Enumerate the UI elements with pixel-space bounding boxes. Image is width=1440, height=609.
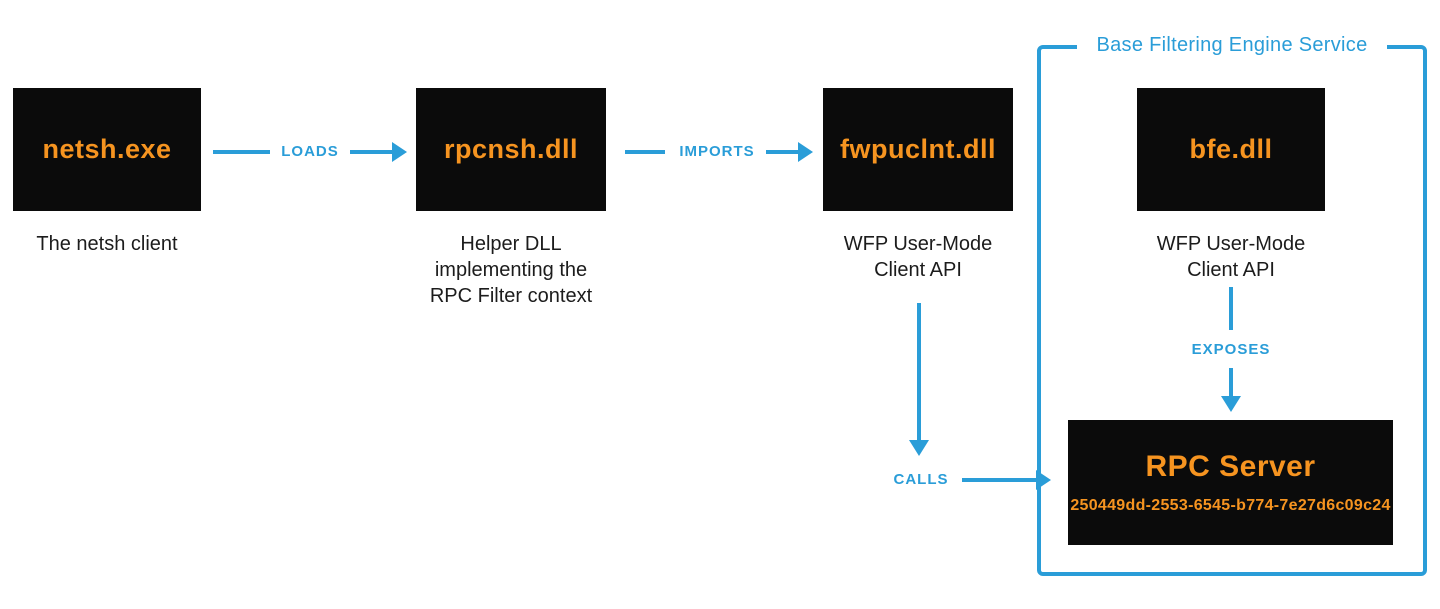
imports-arrow-line-right	[766, 150, 798, 154]
node-rpcnsh-caption: Helper DLL implementing the RPC Filter c…	[429, 233, 593, 307]
node-bfe-caption: WFP User-Mode Client API	[1156, 233, 1306, 281]
exposes-arrow-line-bottom	[1229, 368, 1233, 396]
node-netsh-title: netsh.exe	[42, 134, 172, 164]
calls-label: CALLS	[893, 471, 949, 488]
node-netsh-box: netsh.exe	[13, 88, 201, 211]
node-bfe-box: bfe.dll	[1137, 88, 1325, 211]
exposes-arrowhead-icon	[1221, 396, 1241, 412]
node-fwpuclnt-box: fwpuclnt.dll	[823, 88, 1013, 211]
node-rpcnsh-box: rpcnsh.dll	[416, 88, 606, 211]
calls-right-arrowhead-icon	[1036, 470, 1051, 490]
node-rpc-server-title: RPC Server	[1145, 450, 1316, 483]
calls-arrow-line-right	[962, 478, 1036, 482]
calls-arrow-line-down	[917, 303, 921, 440]
node-fwpuclnt-caption: WFP User-Mode Client API	[843, 233, 993, 281]
calls-down-arrowhead-icon	[909, 440, 929, 456]
loads-arrow-line-right	[350, 150, 392, 154]
node-rpc-server-uuid: 250449dd-2553-6545-b774-7e27d6c09c24	[1070, 497, 1391, 514]
loads-arrowhead-icon	[392, 142, 407, 162]
exposes-arrow-line-top	[1229, 287, 1233, 330]
node-rpc-server-box: RPC Server 250449dd-2553-6545-b774-7e27d…	[1068, 420, 1393, 545]
imports-arrowhead-icon	[798, 142, 813, 162]
loads-arrow-line-left	[213, 150, 270, 154]
loads-label: LOADS	[281, 143, 339, 160]
imports-label: IMPORTS	[679, 143, 755, 160]
bfe-service-group-label: Base Filtering Engine Service	[1077, 32, 1387, 58]
imports-arrow-line-left	[625, 150, 665, 154]
node-bfe-title: bfe.dll	[1189, 134, 1273, 164]
node-rpcnsh-title: rpcnsh.dll	[443, 134, 578, 164]
exposes-label: EXPOSES	[1191, 341, 1271, 358]
node-fwpuclnt-title: fwpuclnt.dll	[840, 134, 996, 164]
node-netsh-caption: The netsh client	[36, 233, 178, 255]
